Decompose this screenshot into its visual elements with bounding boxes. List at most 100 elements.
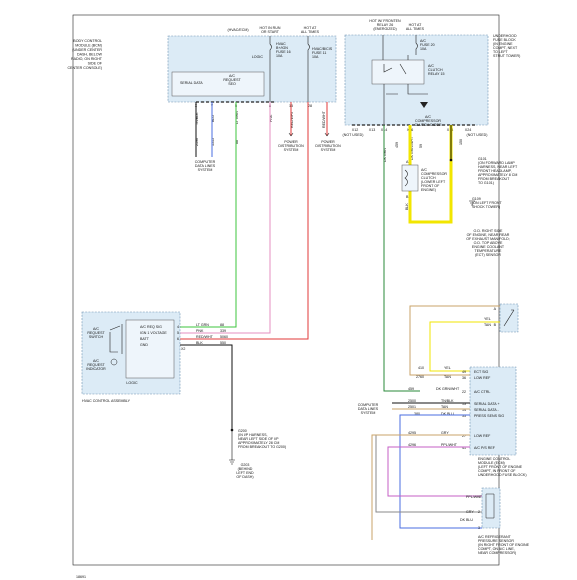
footer-code: 18691 [76,575,86,579]
bcm-cdus-1: COMPUTER [195,160,216,164]
bcm-logic: LOGIC [252,55,264,59]
ect-title-4: O.D. TOP ABOVE [474,241,503,245]
ecm-row8-wire: PPL/WHT [441,443,458,447]
ecm-row3-pin: 22 [462,390,466,394]
ufb-ckt-2: 59 [419,144,423,148]
ufb-block: HOT W/ FRONTEN RELAY 26 (ENERGIZED) HOT … [343,19,521,162]
hvac-row3-wire: RED/WHT [196,335,214,339]
hvac-row2-label: IGN 1 VOLTAGE [140,331,167,335]
hvac-row1-wire: LT GRN [196,323,209,327]
hvac-row4-pin: X2 [181,347,185,351]
hvac-ind-3: INDICATOR [86,367,106,371]
clutch-title-1: A/C [421,168,427,172]
hvac-row1-label: A/C REQ SIG [140,325,162,329]
ufb-pin-x24: X24 [465,128,471,132]
ufb-box [344,34,489,126]
ect-title-7: (ECT) SENSOR [475,253,501,257]
ect-pin-a: A [494,307,497,311]
wire-pplwht [387,446,482,497]
g203-1: G203 [241,463,250,467]
hvac-row4-label: GND [140,343,148,347]
wire-tan-ect [409,305,500,376]
ufb-title-2: FUSE BLOCK [493,38,516,42]
bcm-wire-6: RED/WHT [322,110,326,128]
bcm-fuse2-cap-3: 10A [312,55,319,59]
ecm-row5-label: SERIAL DATA - [474,408,499,412]
bcm-cdus-2: DATA LINES [195,164,216,168]
bcm-cdus-3: SYSTEM [198,168,213,172]
ufb-notused-2: (NOT USED) [467,133,488,137]
bcm-fuse1-cap-3: FUSE 16 [276,50,291,54]
acp-row2-wire: GRY [466,510,474,514]
ecm-row6-wire: DK BLU [441,412,454,416]
diagram-frame [72,14,500,566]
wire-yel-ect [429,321,500,372]
wire-tan-lower [371,434,470,540]
wire-redwht-batt [180,102,309,340]
acp-title-2: PRESSURE SENSOR [478,539,514,543]
ecm-row5-pin: 14 [462,408,466,412]
g101-6: FROM BREAKOUT [478,177,510,181]
ufb-title-4: COMPT, NEXT [493,46,518,50]
acp-title-3: (IN RIGHT FRONT OF ENGINE [478,543,530,547]
ecm-block: ECT SIG LOW REF A/C CTRL SERIAL DATA + S… [358,366,527,477]
clutch-pin-a: A [406,160,409,164]
ecm-row6-pin: 33 [462,414,466,418]
ufb-pin-x12: X12 [352,128,358,132]
ecm-title-5: UNDERHOOD FUSE BLOCK) [478,473,527,477]
acp-title-4: COMPT, ON A/C LINE, [478,547,515,551]
bcm-pin-28: 28 [308,104,312,108]
hvac-row2-pin: 5 [177,331,179,335]
bcm-fuse2-symbol [307,36,310,58]
g200-3: NEAR LEFT SIDE OF I/P [238,437,279,441]
acp-block: PPL/WHT GRY DK BLU 1 2 3 A/C REFRIGERANT… [460,487,530,555]
ufb-hot2-1: HOT AT [409,23,422,27]
hvac-row1-ckt: 88 [220,323,224,327]
bcm-ckt-3: 88 [235,140,239,144]
g101-2: (ON FORWARD LAMP [478,161,515,165]
hvac-row1-pin: 4 [177,325,179,329]
ufb-hot1-1: HOT W/ FRONTEN [369,19,401,23]
bcm-wire-4: PNK [269,114,273,122]
ufb-hot1-2: RELAY 26 [377,23,393,27]
acp-row1-pin: 1 [478,495,480,499]
ecm-row4-wire: TN/BLK [441,399,454,403]
bcm-fuse2-hot-2: ALL TIMES [301,30,320,34]
bcm-title-4: DASH, BELOW [77,53,103,57]
bcm-req-2: REQUEST [223,78,241,82]
hvac-ind-1: A/C [93,359,99,363]
ufb-relay-1: A/C [428,64,434,68]
ufb-hot1-3: (ENERGIZED) [373,27,396,31]
ecm-title-1: ENGINE CONTROL [478,457,510,461]
ect-title-5: ENGINE COOLANT [472,245,505,249]
wire-blk-gnd [180,344,233,430]
acp-title-1: A/C REFRIGERANT [478,535,512,539]
bcm-title-1: BODY CONTROL [73,39,102,43]
bcm-fuse2-cap-1: HVAC/B/CIS [312,47,333,51]
ufb-fuse-3: 10A [420,47,427,51]
bcm-fuse1-cap-1: HVAC [276,42,286,46]
ect-pin-b: B [494,323,497,327]
ufb-wire-2: DK GRN/WHT [410,136,414,160]
clutch-title-2: COMPRESSOR [421,172,447,176]
ecm-row7-ckt: 4295 [408,431,416,435]
ufb-diode-2: COMPRESSOR [415,119,441,123]
bcm-ckt-2: 1515 [211,138,215,146]
ecm-row8-pin: 41 [462,446,466,450]
bcm-inner-module [171,71,265,97]
clutch-pin-b: B [406,195,409,199]
bcm-wire-3: LT GRN [235,111,239,124]
clutch-title-3: CLUTCH [421,176,436,180]
g200-2: (IN I/P HARNESS, [238,433,268,437]
bcm-wire-1: TN/BLK [195,112,199,125]
hvac-row3-label: BATT [140,337,150,341]
ecm-row1-pin: 49 [462,370,466,374]
ecm-row5-wire: TAN [441,405,448,409]
g101-1: G101 [478,157,487,161]
bcm-wire-2: BLU [211,115,215,122]
bcm-fuse1-cap-2: B+/IGN [276,46,288,50]
hvac-row3-ckt: 5060 [220,335,228,339]
g203-4: OF DASH) [236,475,253,479]
pds2-1: POWER [321,140,335,144]
pds1-3: SYSTEM [284,148,299,152]
